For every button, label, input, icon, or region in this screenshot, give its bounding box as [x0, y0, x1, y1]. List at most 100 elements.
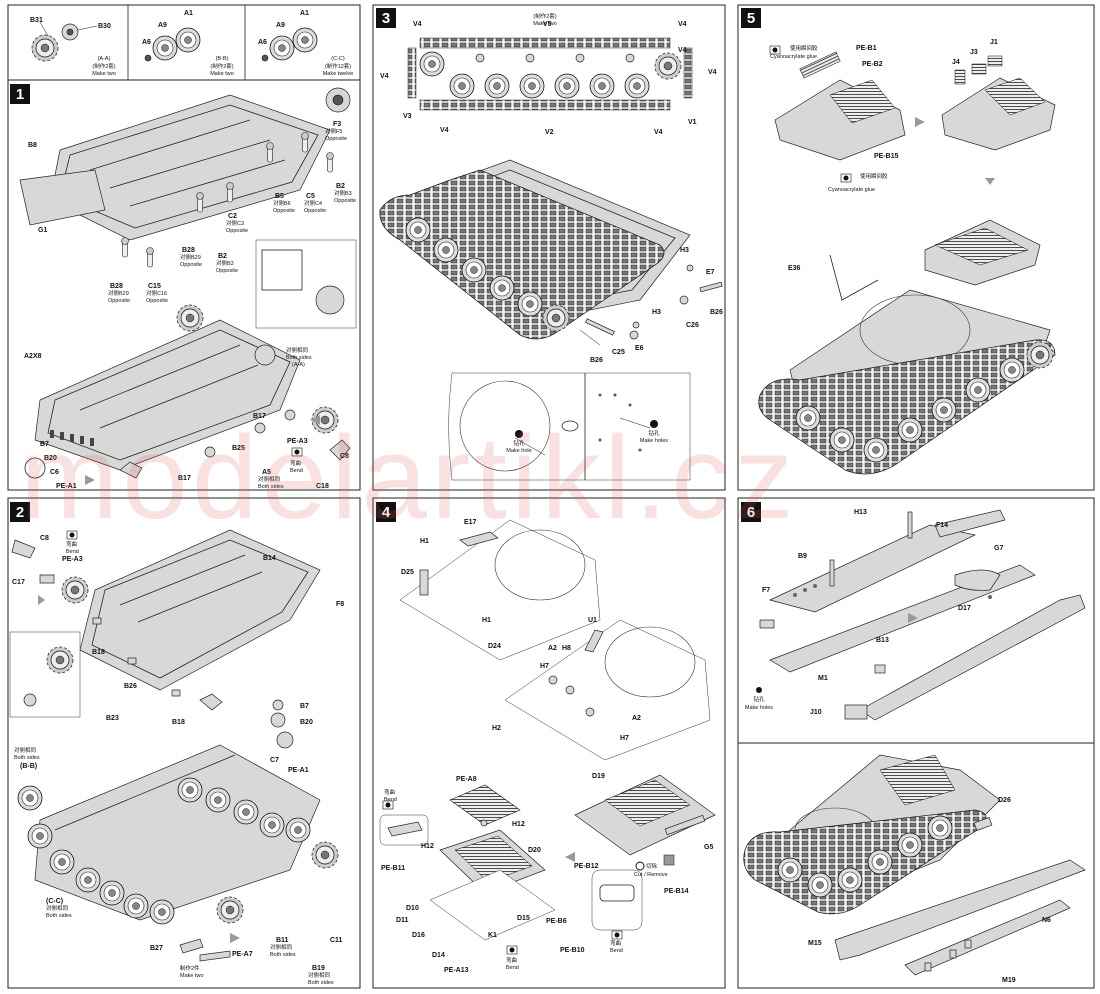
svg-text:Both sides: Both sides [270, 952, 296, 958]
svg-text:B20: B20 [44, 455, 57, 462]
svg-text:V4: V4 [678, 21, 687, 28]
step-badge-1: 1 [10, 84, 30, 104]
svg-text:H7: H7 [620, 735, 629, 742]
svg-text:M1: M1 [818, 675, 828, 682]
svg-text:对侧相同: 对侧相同 [258, 475, 281, 483]
svg-text:E7: E7 [706, 269, 715, 276]
svg-text:F3: F3 [333, 121, 341, 128]
svg-text:C11: C11 [330, 937, 343, 944]
svg-text:对侧B3: 对侧B3 [216, 259, 234, 267]
svg-text:(A-A): (A-A) [98, 56, 111, 62]
svg-text:PE-B12: PE-B12 [574, 863, 599, 870]
svg-text:PE-B15: PE-B15 [874, 153, 899, 160]
svg-text:B30: B30 [98, 23, 111, 30]
subassembly-b-b: A1 A9 A6 (B-B) (制作2套) Make two [142, 10, 234, 77]
svg-text:B20: B20 [300, 719, 313, 726]
svg-text:6: 6 [747, 504, 755, 521]
svg-text:V4: V4 [678, 47, 687, 54]
svg-text:D17: D17 [958, 605, 971, 612]
svg-text:B19: B19 [312, 965, 325, 972]
svg-text:D19: D19 [592, 773, 605, 780]
svg-text:对侧相同: 对侧相同 [14, 746, 37, 754]
svg-text:(制作2套): (制作2套) [210, 62, 233, 70]
svg-text:G5: G5 [704, 844, 713, 851]
svg-text:H3: H3 [652, 309, 661, 316]
svg-text:4: 4 [382, 504, 391, 521]
svg-text:B28: B28 [182, 247, 195, 254]
svg-text:1: 1 [16, 86, 24, 103]
svg-text:对侧相同: 对侧相同 [46, 904, 69, 912]
svg-text:PE-A7: PE-A7 [232, 951, 253, 958]
svg-text:U1: U1 [588, 617, 597, 624]
svg-text:B14: B14 [263, 555, 276, 562]
svg-text:Cyanoacrylate glue: Cyanoacrylate glue [770, 54, 817, 60]
svg-text:H7: H7 [540, 663, 549, 670]
svg-text:PE-B11: PE-B11 [381, 865, 405, 872]
step-badge-6: 6 [741, 502, 761, 522]
svg-text:对侧C16: 对侧C16 [146, 289, 167, 297]
svg-text:对侧相同: 对侧相同 [270, 943, 293, 951]
svg-text:D11: D11 [396, 917, 409, 924]
svg-text:Both sides: Both sides [14, 755, 40, 761]
svg-text:E36: E36 [788, 265, 801, 272]
svg-text:对侧B29: 对侧B29 [108, 289, 129, 297]
svg-text:B5: B5 [275, 193, 284, 200]
svg-text:B25: B25 [232, 445, 245, 452]
svg-text:PE-B2: PE-B2 [862, 61, 883, 68]
svg-text:Both sides: Both sides [308, 980, 334, 986]
svg-text:(B-B): (B-B) [216, 56, 229, 62]
svg-text:J3: J3 [970, 49, 978, 56]
svg-text:J4: J4 [952, 59, 960, 66]
svg-text:H1: H1 [420, 538, 429, 545]
svg-text:B7: B7 [40, 441, 49, 448]
svg-text:弯曲: 弯曲 [506, 956, 517, 964]
svg-text:B9: B9 [798, 553, 807, 560]
svg-text:(制作2套): (制作2套) [92, 62, 115, 70]
svg-text:对侧C4: 对侧C4 [304, 199, 322, 207]
svg-text:B2: B2 [336, 183, 345, 190]
svg-text:Opposite: Opposite [273, 208, 295, 214]
svg-text:V4: V4 [654, 129, 663, 136]
svg-text:B26: B26 [710, 309, 723, 316]
svg-text:对侧F5: 对侧F5 [325, 127, 342, 135]
svg-text:钻孔: 钻孔 [648, 429, 660, 437]
svg-text:D25: D25 [401, 569, 414, 576]
step-badge-2: 2 [10, 502, 30, 522]
svg-text:Opposite: Opposite [216, 268, 238, 274]
svg-text:M19: M19 [1002, 977, 1016, 984]
svg-text:制作2件: 制作2件 [180, 964, 200, 972]
svg-text:PE-A1: PE-A1 [56, 483, 77, 490]
svg-text:(制作2套): (制作2套) [533, 12, 556, 20]
step-badge-5: 5 [741, 8, 761, 28]
svg-text:C26: C26 [686, 322, 699, 329]
svg-text:Bend: Bend [290, 468, 303, 474]
svg-text:(A-A): (A-A) [292, 362, 305, 368]
svg-text:M15: M15 [808, 940, 822, 947]
svg-text:C25: C25 [612, 349, 625, 356]
svg-text:PE-B10: PE-B10 [560, 947, 585, 954]
svg-text:G1: G1 [38, 227, 47, 234]
svg-text:B13: B13 [876, 637, 889, 644]
svg-text:使用瞬间胶: 使用瞬间胶 [790, 44, 818, 52]
svg-text:A6: A6 [142, 39, 151, 46]
svg-text:V4: V4 [440, 127, 449, 134]
svg-text:K1: K1 [488, 932, 497, 939]
svg-text:A2: A2 [548, 645, 557, 652]
svg-text:C15: C15 [148, 283, 161, 290]
svg-text:Opposite: Opposite [226, 228, 248, 234]
svg-text:C8: C8 [340, 453, 349, 460]
svg-text:B23: B23 [106, 715, 119, 722]
svg-text:PE-B1: PE-B1 [856, 45, 877, 52]
svg-text:Make holes: Make holes [745, 705, 773, 711]
svg-text:对侧相同: 对侧相同 [286, 346, 309, 354]
svg-text:D26: D26 [998, 797, 1011, 804]
svg-text:B11: B11 [276, 937, 289, 944]
svg-text:V5: V5 [543, 21, 552, 28]
svg-text:E6: E6 [635, 345, 644, 352]
svg-text:B17: B17 [178, 475, 191, 482]
svg-text:3: 3 [382, 10, 390, 27]
svg-text:Both sides: Both sides [286, 355, 312, 361]
svg-text:F14: F14 [936, 522, 948, 529]
svg-text:钻孔: 钻孔 [513, 439, 525, 447]
